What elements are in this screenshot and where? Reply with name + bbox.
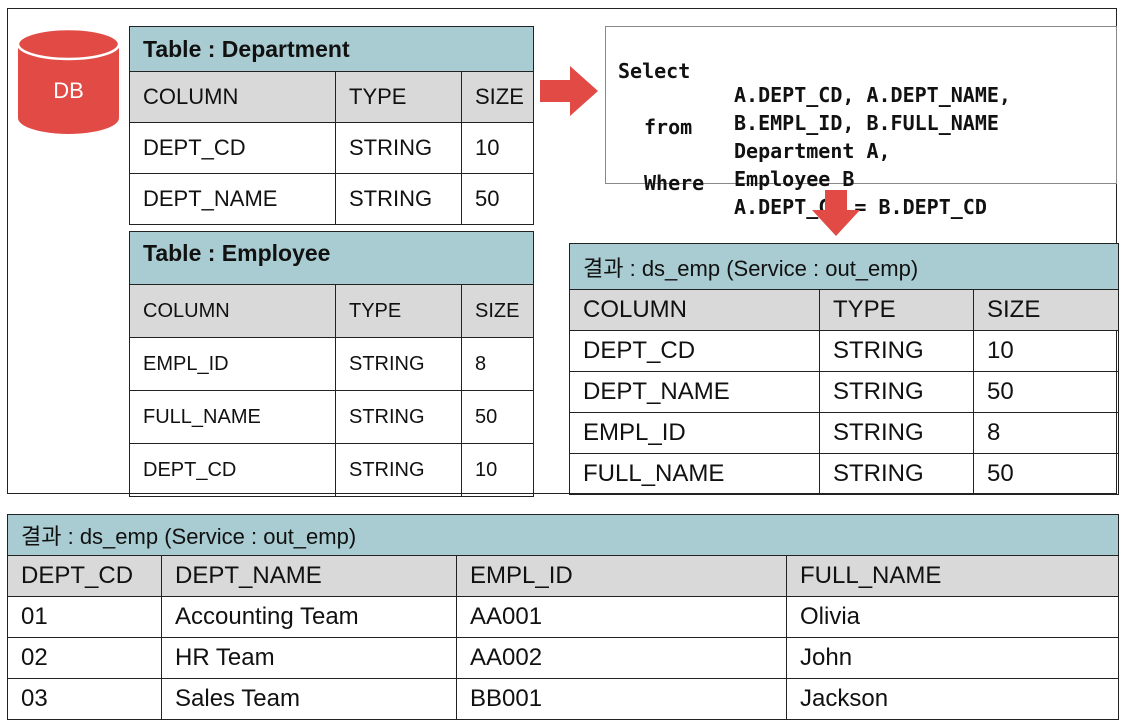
table-row: 01 Accounting Team AA001 Olivia <box>7 596 1120 638</box>
department-table-title: Table : Department <box>128 26 535 72</box>
table-cell: DEPT_CD <box>129 443 336 497</box>
sql-line: Where A.DEPT_CD = B.DEPT_CD <box>606 147 987 219</box>
sql-keyword: from <box>644 115 693 139</box>
table-cell: FULL_NAME <box>569 453 820 495</box>
table-cell: 50 <box>460 173 535 225</box>
table-cell: STRING <box>819 371 974 413</box>
table-row: DEPT_CD STRING 10 <box>129 122 535 174</box>
table-cell: FULL_NAME <box>129 390 336 444</box>
department-table: Table : Department COLUMN TYPE SIZE DEPT… <box>128 26 535 225</box>
table-row: DEPT_CD STRING 10 <box>569 330 1119 372</box>
table-cell: STRING <box>819 330 974 372</box>
table-cell: 01 <box>7 596 162 638</box>
table-cell: EMPL_ID <box>569 412 820 454</box>
table-row: DEPT_CD STRING 10 <box>129 443 534 497</box>
sql-line: B.EMPL_ID, B.FULL_NAME <box>606 63 999 135</box>
table-cell: EMPL_ID <box>129 337 336 391</box>
sql-text: Employee B <box>734 167 855 191</box>
table-cell: DEPT_CD <box>569 330 820 372</box>
column-header: TYPE <box>335 71 462 123</box>
sql-text: A.DEPT_CD, A.DEPT_NAME, <box>734 83 1011 107</box>
database-cylinder-icon: DB <box>17 28 120 136</box>
table-cell: 8 <box>973 412 1119 454</box>
db-label: DB <box>53 78 84 103</box>
column-header: COLUMN <box>129 71 336 123</box>
column-header: EMPL_ID <box>456 555 787 597</box>
table-cell: 50 <box>461 390 534 444</box>
sql-keyword: Select <box>618 59 691 83</box>
column-header: FULL_NAME <box>785 555 1120 597</box>
table-cell: Olivia <box>785 596 1120 638</box>
column-header: DEPT_CD <box>7 555 162 597</box>
table-cell: John <box>785 637 1120 679</box>
table-cell: 50 <box>973 453 1119 495</box>
column-header: SIZE <box>460 71 535 123</box>
sql-text: B.EMPL_ID, B.FULL_NAME <box>734 111 999 135</box>
result-data-title: 결과 : ds_emp (Service : out_emp) <box>6 514 1120 556</box>
table-cell: DEPT_CD <box>129 122 336 174</box>
table-cell: 02 <box>7 637 162 679</box>
result-data-table: 결과 : ds_emp (Service : out_emp) DEPT_CD … <box>6 514 1120 720</box>
table-cell: DEPT_NAME <box>569 371 820 413</box>
table-cell: 10 <box>973 330 1119 372</box>
table-row: FULL_NAME STRING 50 <box>129 390 534 444</box>
table-cell: AA002 <box>456 637 787 679</box>
table-cell: DEPT_NAME <box>129 173 336 225</box>
table-cell: STRING <box>335 122 462 174</box>
arrow-right-icon <box>540 66 598 121</box>
table-cell: AA001 <box>456 596 787 638</box>
arrow-down-icon <box>812 190 860 241</box>
table-cell: STRING <box>335 173 462 225</box>
table-row: FULL_NAME STRING 50 <box>569 453 1119 495</box>
sql-keyword: Where <box>644 171 705 195</box>
table-cell: STRING <box>819 412 974 454</box>
table-cell: BB001 <box>456 678 787 720</box>
table-row: 03 Sales Team BB001 Jackson <box>7 678 1120 720</box>
employee-table-title: Table : Employee <box>129 231 534 285</box>
sql-query-box: Select A.DEPT_CD, A.DEPT_NAME, B.EMPL_ID… <box>605 26 1117 219</box>
table-row: DEPT_NAME STRING 50 <box>569 371 1119 413</box>
employee-table: Table : Employee COLUMN TYPE SIZE EMPL_I… <box>129 231 534 497</box>
table-row: DEPT_NAME STRING 50 <box>129 173 535 225</box>
column-header: SIZE <box>973 289 1119 331</box>
column-header: DEPT_NAME <box>161 555 457 597</box>
table-cell: STRING <box>335 390 462 444</box>
table-cell: Sales Team <box>161 678 457 720</box>
table-cell: 10 <box>460 122 535 174</box>
table-row: EMPL_ID STRING 8 <box>129 337 534 391</box>
column-header: COLUMN <box>569 289 820 331</box>
result-schema-title: 결과 : ds_emp (Service : out_emp) <box>569 243 1119 290</box>
column-header: TYPE <box>819 289 974 331</box>
table-cell: 03 <box>7 678 162 720</box>
sql-line: Select A.DEPT_CD, A.DEPT_NAME, <box>606 35 1011 107</box>
column-header: COLUMN <box>129 284 336 338</box>
sql-line: from Department A, <box>606 91 891 163</box>
result-schema-table: 결과 : ds_emp (Service : out_emp) COLUMN T… <box>569 243 1119 495</box>
sql-text: Department A, <box>734 139 891 163</box>
table-row: 02 HR Team AA002 John <box>7 637 1120 679</box>
table-cell: STRING <box>335 443 462 497</box>
table-cell: HR Team <box>161 637 457 679</box>
column-header: SIZE <box>461 284 534 338</box>
table-cell: Jackson <box>785 678 1120 720</box>
table-cell: STRING <box>819 453 974 495</box>
sql-text: A.DEPT_CD = B.DEPT_CD <box>734 195 987 219</box>
table-cell: Accounting Team <box>161 596 457 638</box>
table-cell: 50 <box>973 371 1119 413</box>
column-header: TYPE <box>335 284 462 338</box>
table-cell: 8 <box>461 337 534 391</box>
table-cell: 10 <box>461 443 534 497</box>
sql-line: Employee B <box>606 119 854 191</box>
table-row: EMPL_ID STRING 8 <box>569 412 1119 454</box>
table-cell: STRING <box>335 337 462 391</box>
